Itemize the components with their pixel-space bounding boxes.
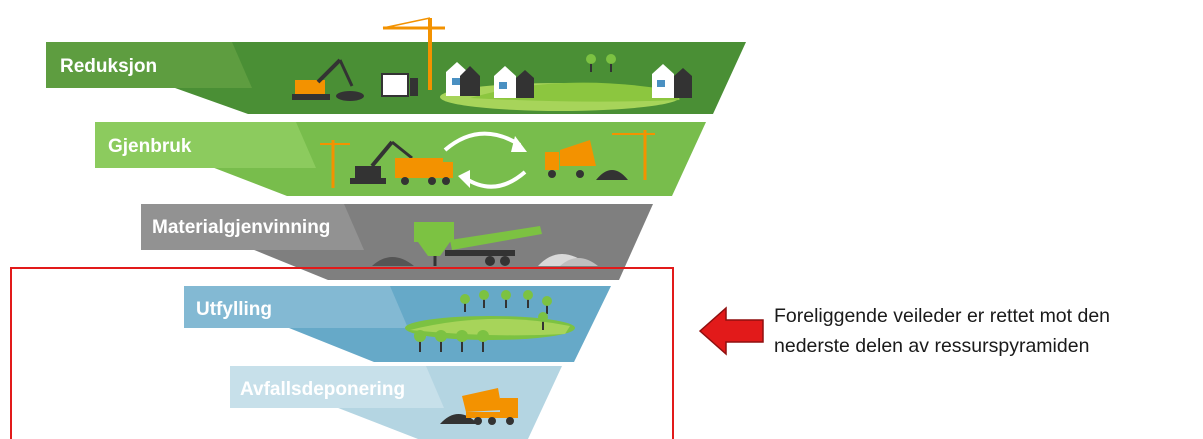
avfallsdeponering-illustration — [440, 388, 518, 425]
annotation-text: Foreliggende veileder er rettet mot den … — [774, 301, 1203, 361]
highlight-frame — [10, 267, 674, 439]
annotation-line-2: nederste delen av ressurspyramiden — [774, 335, 1090, 357]
utfylling-illustration — [405, 290, 575, 352]
label-tab-materialgjenvinning — [141, 204, 364, 250]
level-materialgjenvinning: Materialgjenvinning — [141, 204, 653, 280]
gjenbruk-illustration — [320, 130, 655, 189]
reduksjon-illustration — [292, 17, 692, 111]
level-reduksjon: Reduksjon — [46, 17, 746, 114]
materialgjenvinning-illustration — [372, 222, 598, 266]
level-utfylling: Utfylling — [184, 286, 611, 362]
label-tab-gjenbruk — [95, 122, 316, 168]
label-tab-utfylling — [184, 286, 408, 328]
level-label-utfylling: Utfylling — [196, 299, 272, 320]
annotation-line-1: Foreliggende veileder er rettet mot den — [774, 305, 1111, 327]
level-label-avfallsdeponering: Avfallsdeponering — [240, 379, 405, 400]
label-tab-avfallsdeponering — [230, 366, 444, 408]
pointer-arrow — [698, 306, 764, 356]
level-label-gjenbruk: Gjenbruk — [108, 136, 192, 157]
level-label-materialgjenvinning: Materialgjenvinning — [152, 217, 330, 238]
level-avfallsdeponering: Avfallsdeponering — [230, 366, 562, 439]
level-gjenbruk: Gjenbruk — [95, 122, 706, 196]
label-tab-reduksjon — [46, 42, 252, 88]
level-label-reduksjon: Reduksjon — [60, 56, 157, 77]
